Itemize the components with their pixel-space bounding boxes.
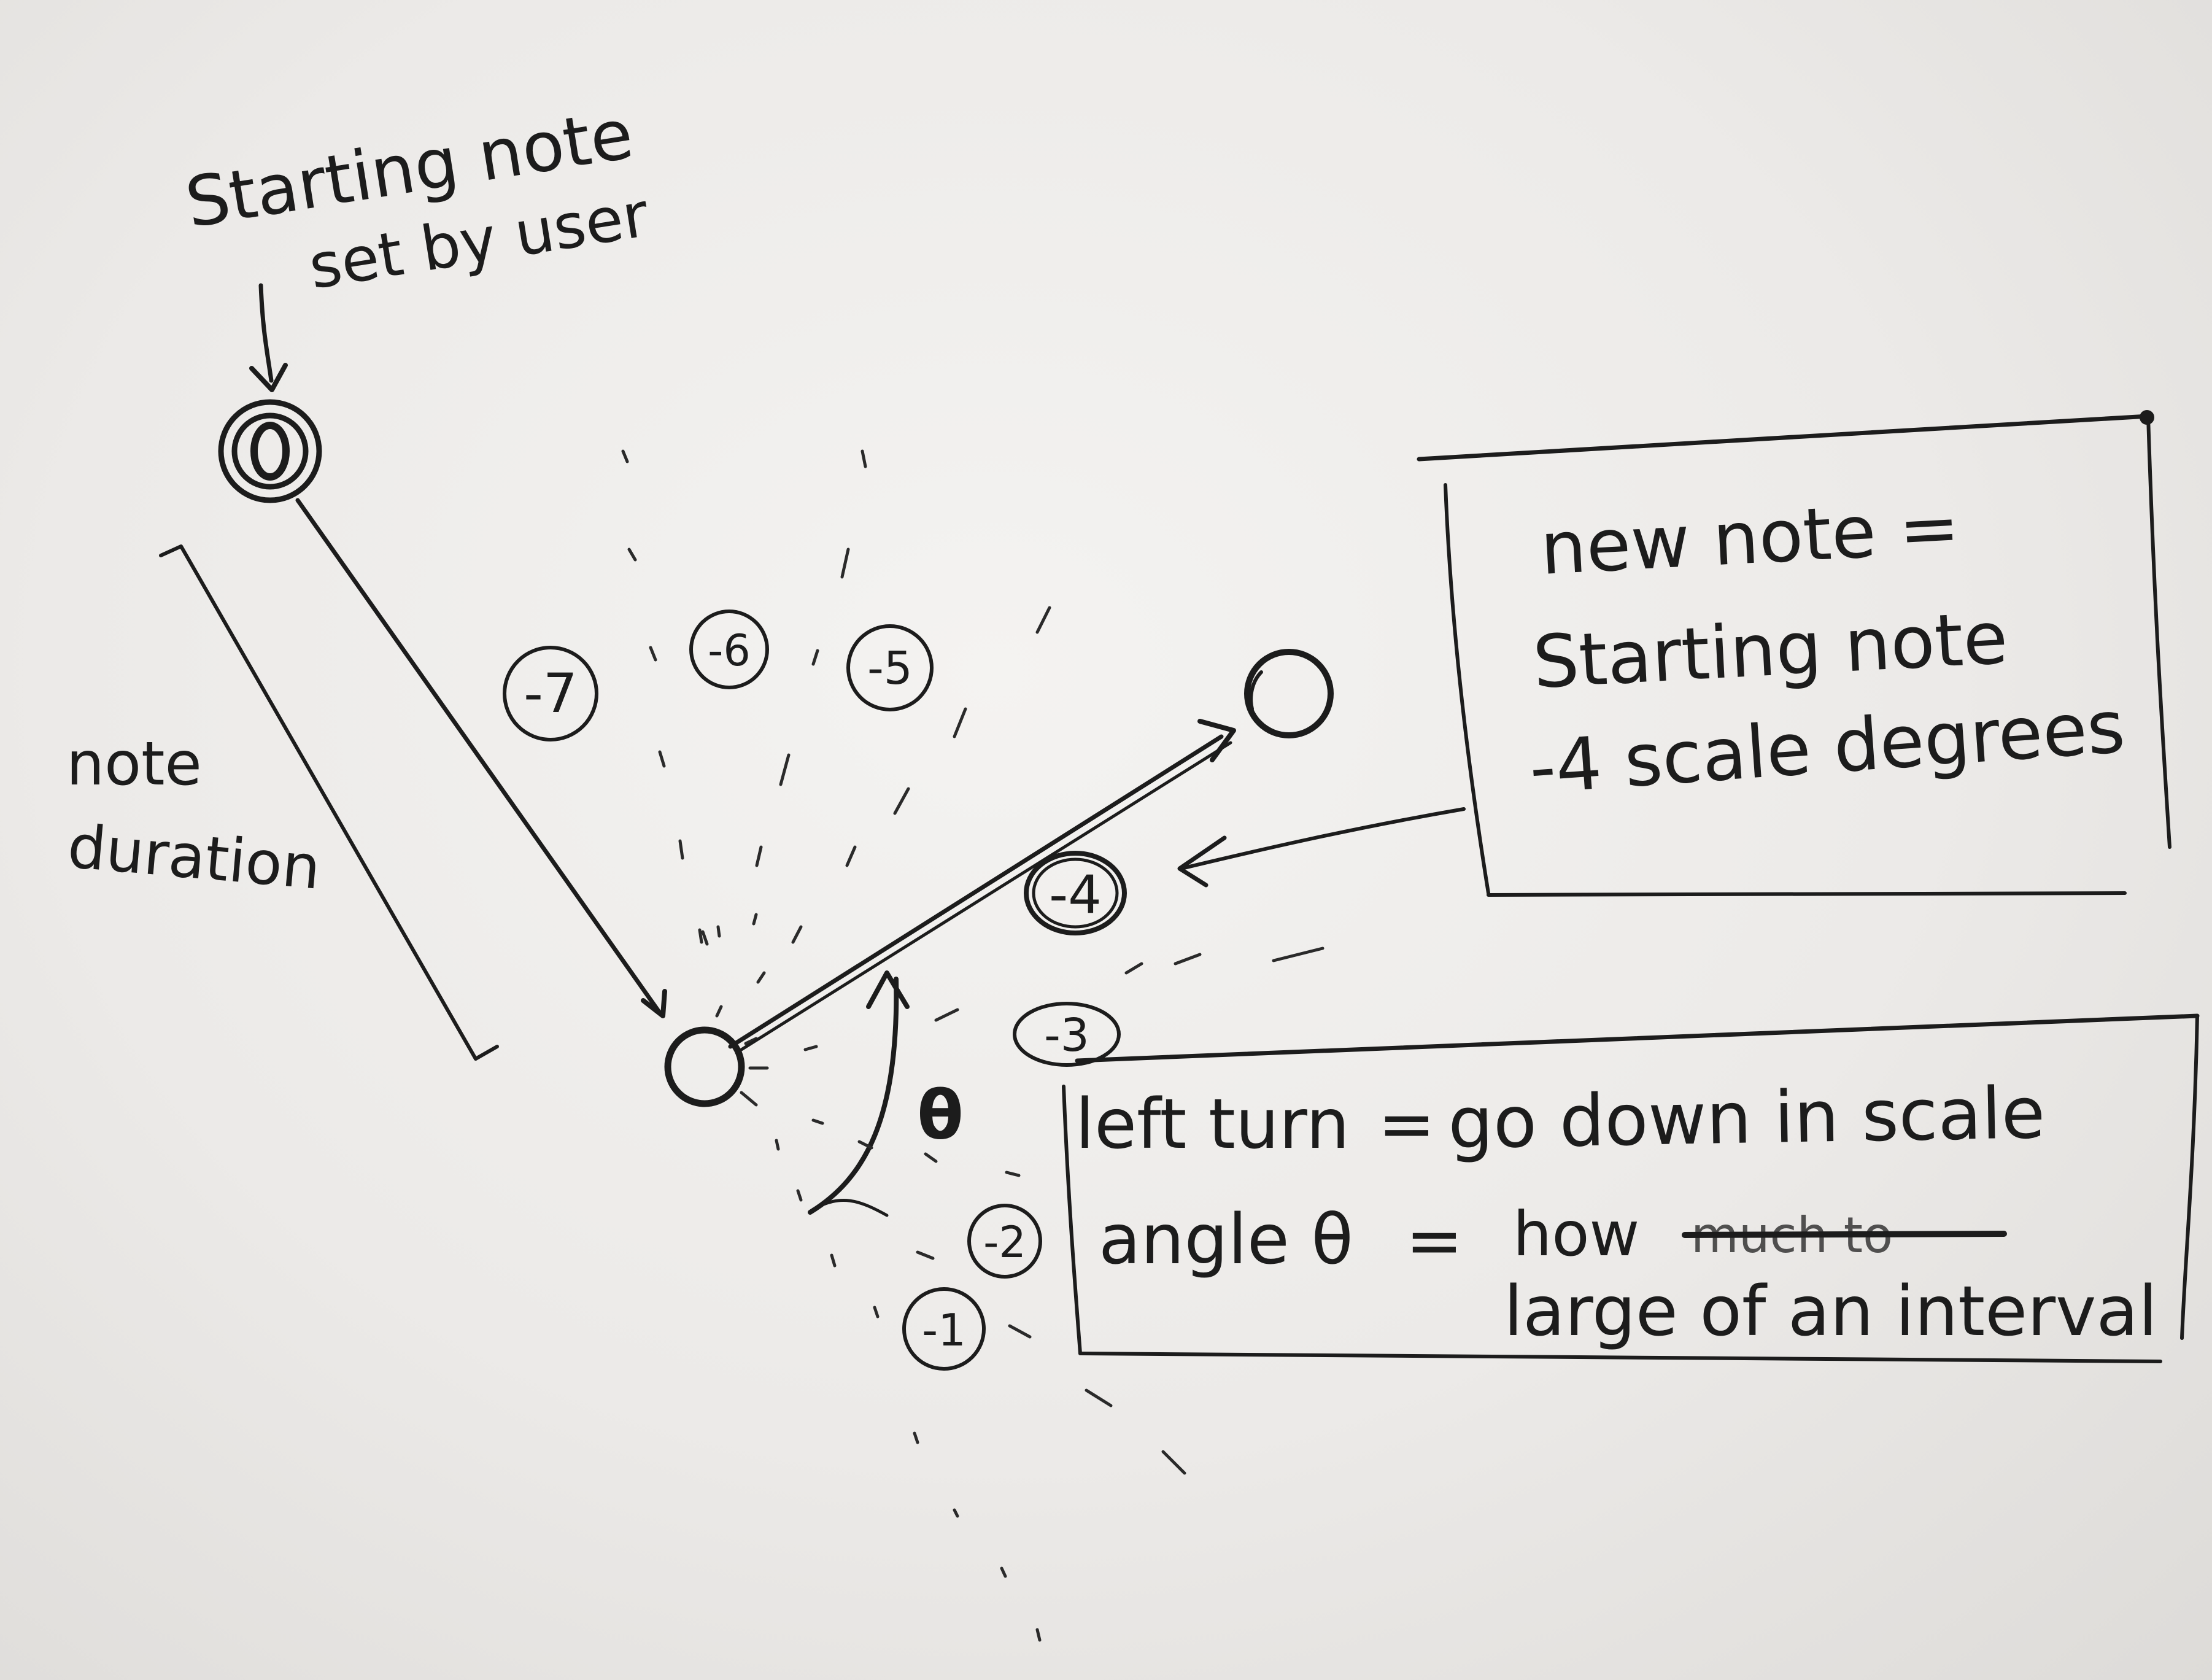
- rule2-equals: =: [1406, 1201, 1463, 1281]
- start-pointer-arrow: [249, 283, 288, 392]
- interval-path-arrow: [728, 719, 1236, 1055]
- starting-note-label: Starting note set by user: [180, 94, 654, 303]
- radial-guide-ticks: [621, 449, 1324, 1642]
- degree-node--4: -4: [1024, 851, 1127, 935]
- formula-line3: -4 scale degrees: [1526, 684, 2127, 810]
- degree-label--7: -7: [524, 662, 578, 725]
- degree-node--7: -7: [503, 646, 598, 741]
- degree-label--6: -6: [708, 625, 751, 676]
- formula-line1: new note =: [1538, 484, 1962, 591]
- rule2-left: angle θ: [1099, 1200, 1353, 1280]
- rule1-right: go down in scale: [1447, 1072, 2046, 1165]
- duration-label-line1: note: [66, 729, 202, 799]
- degree-label--2: -2: [983, 1217, 1026, 1268]
- degree-label--1: -1: [922, 1304, 966, 1356]
- pivot-note-node: [664, 1005, 769, 1107]
- strike-through-line: [1682, 1231, 2007, 1238]
- degree-label--5: -5: [867, 642, 913, 695]
- angle-arc-arrow: [808, 970, 910, 1217]
- degree-node--5: -5: [846, 624, 934, 711]
- duration-label-line2: duration: [65, 811, 323, 904]
- rules-box: [1062, 1013, 2200, 1363]
- rule2-right-b: large of an interval: [1504, 1272, 2157, 1352]
- degree-label--3: -3: [1044, 1009, 1089, 1062]
- duration-bracket: [159, 544, 499, 1061]
- degree-node--3: -3: [1013, 1002, 1121, 1067]
- starting-note-node: [218, 399, 322, 503]
- degree-node--6: -6: [689, 610, 769, 689]
- theta-symbol: θ: [917, 1076, 964, 1155]
- duration-path-arrow: [295, 498, 667, 1018]
- new-note-node: [1244, 649, 1334, 738]
- degree-node--2: -2: [967, 1204, 1042, 1279]
- formula-line2: Starting note: [1531, 595, 2009, 705]
- formula-box: [1417, 410, 2171, 897]
- rule1-equals: =: [1378, 1085, 1436, 1164]
- rule1-left: left turn: [1075, 1085, 1350, 1164]
- degree-node--1: -1: [902, 1287, 986, 1371]
- formula-pointer-arrow: [1177, 807, 1466, 888]
- degree-label--4: -4: [1049, 864, 1102, 926]
- rule2-right-a: how: [1513, 1198, 1639, 1270]
